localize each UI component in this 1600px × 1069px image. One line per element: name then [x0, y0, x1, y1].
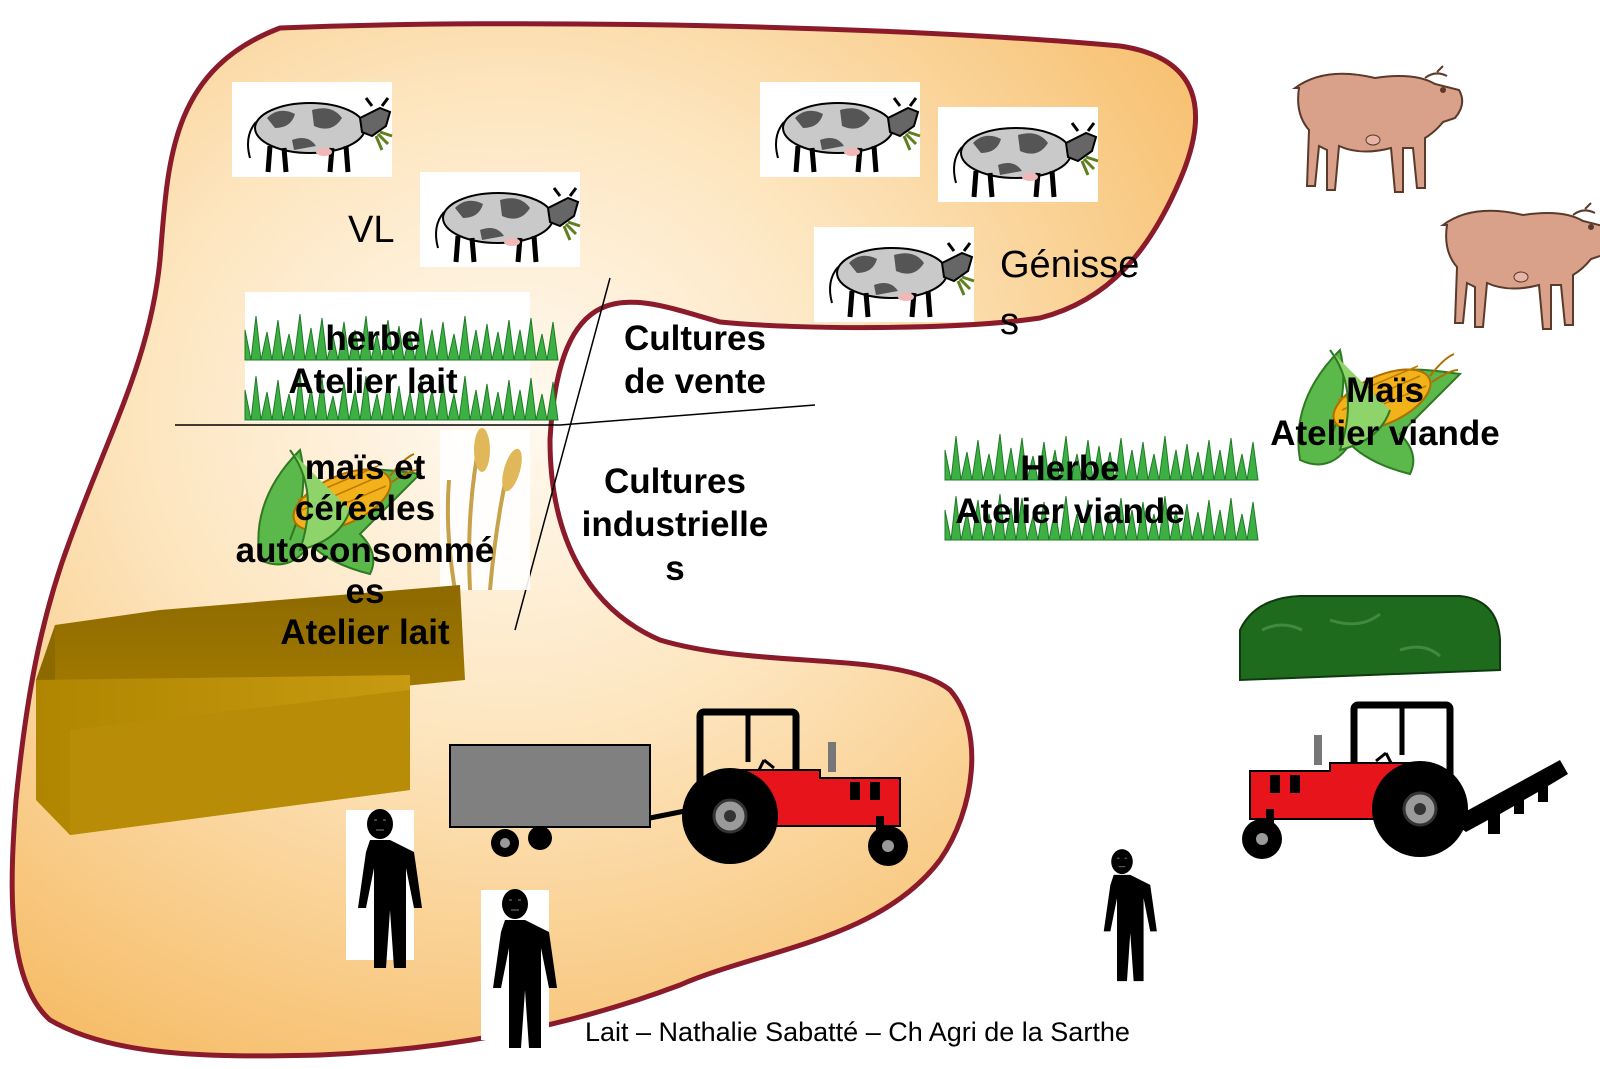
barn-icon — [36, 585, 465, 835]
tractor-with-trailer-icon — [449, 712, 908, 866]
label-vl: VL — [348, 209, 395, 251]
label-mais-atelier-viande: Maïs Atelier viande — [1270, 371, 1500, 453]
label-herbe-atelier-viande: Herbe Atelier viande — [955, 449, 1185, 531]
person-icon — [1093, 848, 1158, 982]
label-cultures-industrielles: Cultures industrielle s — [581, 462, 769, 588]
tractor-with-plough-icon — [1242, 705, 1568, 859]
label-mais-cereales-atelier-lait: maïs et céréales autoconsommé es Atelier… — [235, 448, 495, 653]
footer-credit: Lait – Nathalie Sabatté – Ch Agri de la … — [585, 1017, 1130, 1047]
label-cultures-de-vente: Cultures de vente — [624, 319, 766, 401]
label-herbe-atelier-lait: herbe Atelier lait — [288, 319, 458, 401]
beef-cattle-icon — [1294, 65, 1464, 193]
person-icon — [345, 808, 423, 969]
heifer-cow-icon — [760, 82, 920, 177]
dairy-cow-icon — [420, 172, 580, 267]
label-genisses: Génisse s — [1000, 244, 1140, 343]
silage-icon — [1239, 595, 1501, 682]
heifer-cow-icon — [938, 107, 1098, 202]
heifer-cow-icon — [814, 227, 974, 322]
beef-cattle-icon — [1442, 202, 1600, 330]
person-icon — [480, 888, 558, 1049]
divider-diagonal — [514, 277, 611, 631]
grass-icon — [244, 292, 559, 422]
divider-horizontal-right — [559, 404, 816, 426]
dairy-cow-icon — [232, 82, 392, 177]
wheat-icon — [440, 428, 530, 591]
